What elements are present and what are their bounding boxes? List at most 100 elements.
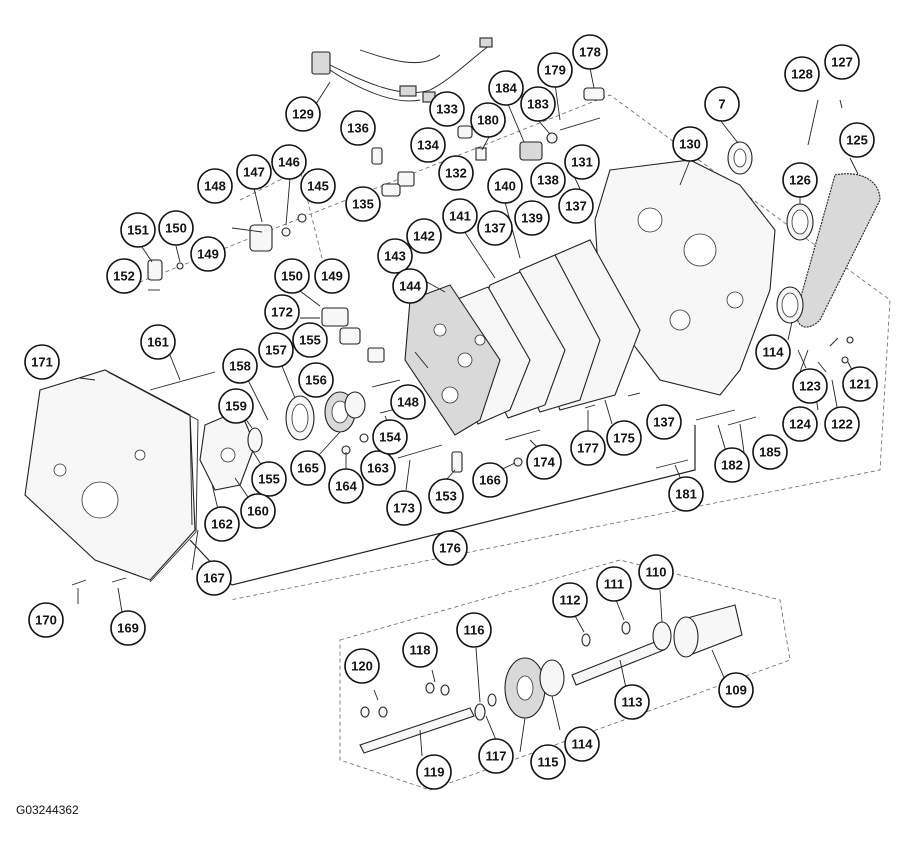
- svg-text:141: 141: [449, 209, 471, 224]
- callout-167: 167: [196, 560, 232, 596]
- callout-181: 181: [668, 476, 704, 512]
- svg-text:116: 116: [464, 623, 485, 638]
- svg-text:137: 137: [653, 415, 675, 430]
- svg-text:164: 164: [335, 479, 357, 494]
- callout-140: 140: [487, 168, 523, 204]
- svg-text:167: 167: [203, 571, 225, 586]
- svg-text:159: 159: [225, 399, 247, 414]
- svg-text:149: 149: [321, 269, 343, 284]
- svg-text:173: 173: [393, 501, 415, 516]
- svg-text:154: 154: [379, 430, 401, 445]
- svg-text:150: 150: [281, 269, 303, 284]
- svg-text:163: 163: [367, 461, 389, 476]
- callout-173: 173: [386, 490, 422, 526]
- svg-text:137: 137: [484, 221, 506, 236]
- svg-text:120: 120: [351, 659, 373, 674]
- callout-146: 146: [271, 144, 307, 180]
- svg-text:125: 125: [846, 133, 868, 148]
- svg-text:183: 183: [527, 97, 549, 112]
- callout-161: 161: [140, 324, 176, 360]
- svg-text:114: 114: [572, 737, 594, 752]
- svg-text:145: 145: [307, 179, 329, 194]
- callout-134: 134: [410, 127, 446, 163]
- callout-163: 163: [360, 450, 396, 486]
- svg-text:179: 179: [544, 63, 566, 78]
- svg-text:128: 128: [791, 67, 813, 82]
- callout-127: 127: [824, 44, 860, 80]
- callout-110: 110: [638, 554, 674, 590]
- svg-text:161: 161: [147, 335, 169, 350]
- svg-text:134: 134: [417, 138, 439, 153]
- solenoid-parts: [147, 213, 385, 363]
- svg-text:139: 139: [521, 211, 543, 226]
- svg-text:138: 138: [537, 173, 559, 188]
- callout-143: 143: [377, 238, 413, 274]
- callout-7: 7: [704, 86, 740, 122]
- callout-149-b: 149: [314, 258, 350, 294]
- callout-174: 174: [526, 444, 562, 480]
- svg-text:142: 142: [413, 229, 435, 244]
- wiring-harness: [311, 37, 493, 103]
- svg-text:148: 148: [204, 179, 226, 194]
- callout-153: 153: [428, 478, 464, 514]
- svg-text:181: 181: [675, 487, 697, 502]
- svg-text:162: 162: [211, 517, 233, 532]
- svg-text:143: 143: [384, 249, 406, 264]
- svg-text:160: 160: [247, 504, 269, 519]
- callout-119: 119: [416, 754, 452, 790]
- svg-text:153: 153: [435, 489, 457, 504]
- callout-129: 129: [285, 96, 321, 132]
- svg-text:114: 114: [763, 345, 785, 360]
- svg-text:127: 127: [831, 55, 853, 70]
- callout-152: 152: [106, 258, 142, 294]
- svg-text:111: 111: [604, 577, 624, 592]
- callout-136: 136: [340, 110, 376, 146]
- bolts: [149, 371, 757, 469]
- svg-text:130: 130: [679, 137, 701, 152]
- callout-150-a: 150: [158, 210, 194, 246]
- callout-158: 158: [222, 348, 258, 384]
- svg-text:136: 136: [347, 121, 369, 136]
- svg-text:126: 126: [789, 173, 811, 188]
- svg-text:150: 150: [165, 221, 187, 236]
- svg-text:178: 178: [579, 45, 601, 60]
- callout-160: 160: [240, 493, 276, 529]
- svg-text:133: 133: [436, 102, 458, 117]
- callout-114-b: 114: [564, 726, 600, 762]
- drive-chain: [776, 99, 881, 328]
- seal: [727, 141, 753, 175]
- svg-text:117: 117: [486, 749, 507, 764]
- callout-151: 151: [120, 212, 156, 248]
- callout-155-b: 155: [251, 461, 287, 497]
- svg-text:174: 174: [533, 455, 555, 470]
- callout-148-b: 148: [390, 384, 426, 420]
- svg-text:175: 175: [613, 431, 635, 446]
- callout-130: 130: [672, 126, 708, 162]
- callout-175: 175: [606, 420, 642, 456]
- svg-text:113: 113: [622, 695, 643, 710]
- callout-123: 123: [792, 368, 828, 404]
- valve-body-plates: [404, 239, 641, 436]
- svg-text:151: 151: [127, 223, 149, 238]
- svg-text:172: 172: [271, 305, 293, 320]
- svg-text:166: 166: [479, 473, 501, 488]
- callout-115: 115: [530, 744, 566, 780]
- callout-185: 185: [752, 434, 788, 470]
- svg-text:171: 171: [31, 355, 53, 370]
- svg-text:137: 137: [565, 199, 587, 214]
- callout-166: 166: [472, 462, 508, 498]
- callout-135: 135: [345, 186, 381, 222]
- callout-145: 145: [300, 168, 336, 204]
- svg-text:109: 109: [725, 683, 747, 698]
- svg-text:124: 124: [789, 417, 811, 432]
- svg-text:115: 115: [538, 755, 559, 770]
- callout-132: 132: [438, 155, 474, 191]
- svg-text:149: 149: [197, 247, 219, 262]
- callout-157: 157: [258, 332, 294, 368]
- callout-111: 111: [596, 566, 632, 602]
- svg-text:176: 176: [439, 541, 461, 556]
- callout-171: 171: [24, 344, 60, 380]
- callout-172: 172: [264, 294, 300, 330]
- svg-text:184: 184: [495, 81, 517, 96]
